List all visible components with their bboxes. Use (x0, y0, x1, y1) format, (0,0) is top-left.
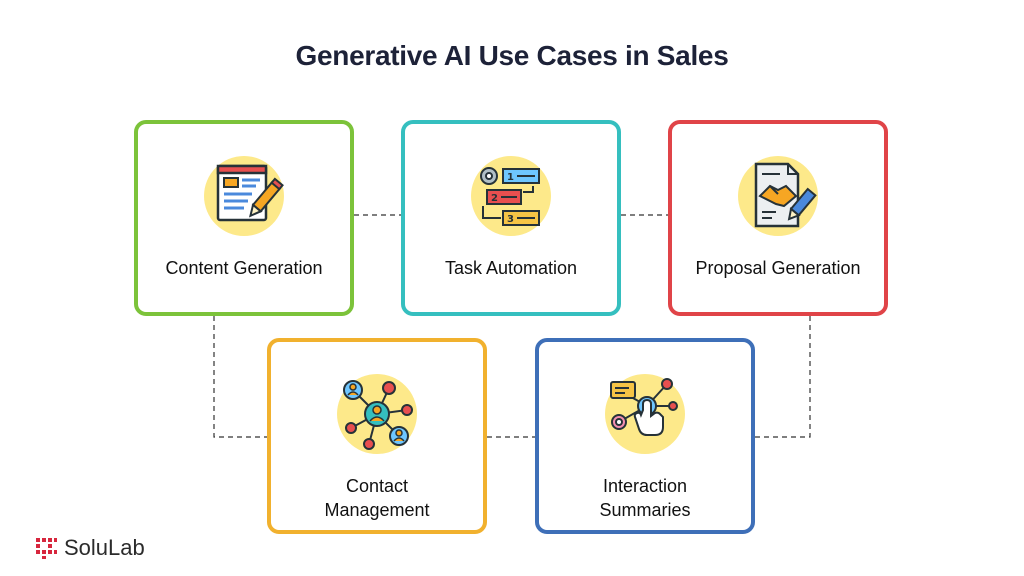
connector-content-contact (213, 316, 267, 438)
card-contact-management: Contact Management (267, 338, 487, 534)
contact-network-icon (329, 366, 425, 462)
card-interaction-summaries: Interaction Summaries (535, 338, 755, 534)
svg-text:2: 2 (491, 193, 498, 204)
svg-text:1: 1 (507, 172, 514, 183)
page-title: Generative AI Use Cases in Sales (295, 40, 729, 71)
card-label: Contact Management (324, 476, 430, 520)
content-writing-icon (196, 148, 292, 244)
card-label: Interaction Summaries (599, 476, 691, 520)
card-label: Content Generation (165, 258, 323, 278)
connector-interaction-proposal (755, 316, 811, 438)
card-label: Proposal Generation (695, 258, 861, 278)
card-label: Task Automation (444, 258, 578, 278)
interaction-touch-icon (597, 366, 693, 462)
card-task-automation: 1 2 3 Task Automation (401, 120, 621, 316)
card-proposal-generation: Proposal Generation (668, 120, 888, 316)
task-automation-icon: 1 2 3 (463, 148, 559, 244)
solulab-logo-icon (36, 538, 57, 559)
svg-text:3: 3 (507, 214, 514, 225)
solulab-logo: SoluLab (34, 534, 145, 562)
card-content-generation: Content Generation (134, 120, 354, 316)
brand-name: SoluLab (64, 535, 145, 560)
proposal-handshake-icon (730, 148, 826, 244)
